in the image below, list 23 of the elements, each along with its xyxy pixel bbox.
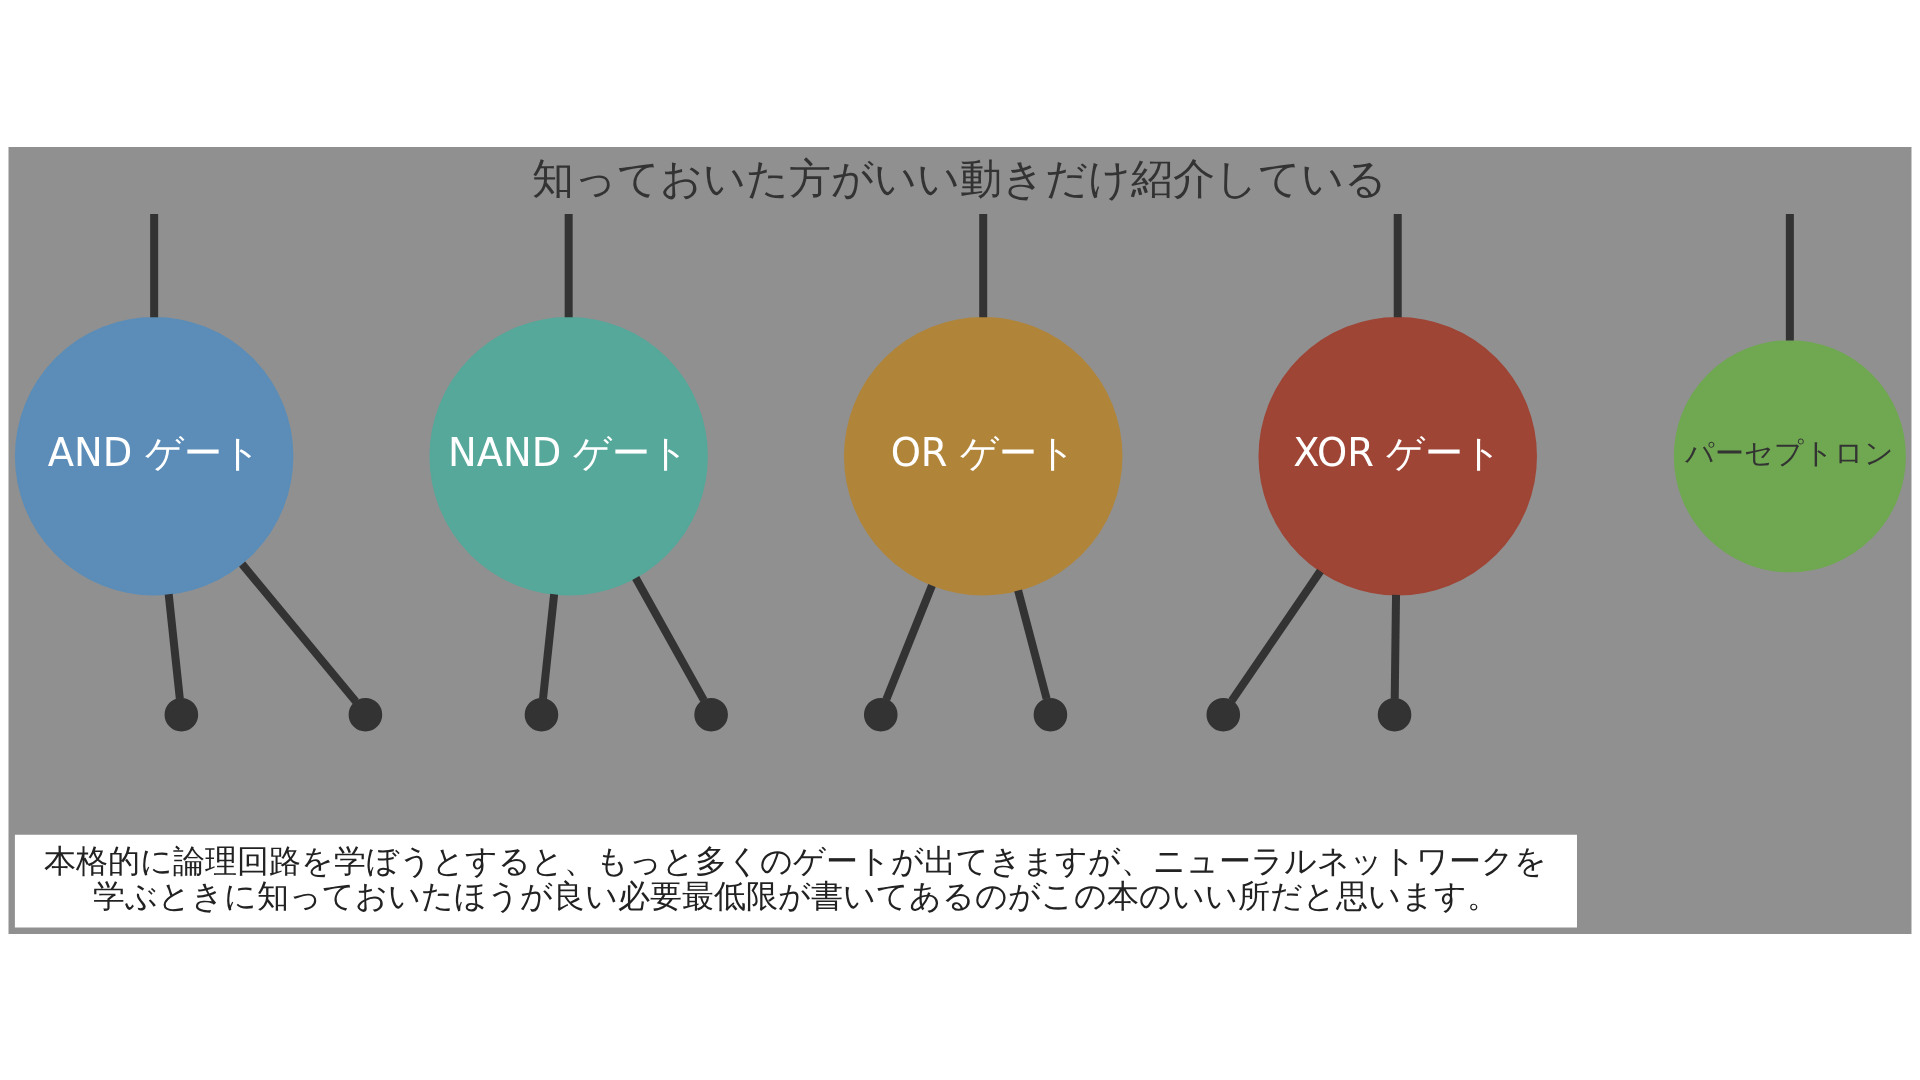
node-circle: AND ゲート <box>14 316 294 595</box>
connector <box>1228 568 1324 703</box>
node-circle <box>348 697 383 732</box>
node-circle <box>524 697 559 732</box>
node-circle: OR ゲート <box>843 316 1123 595</box>
connector <box>164 593 184 699</box>
connector <box>632 575 708 702</box>
node-circle <box>1206 697 1241 732</box>
node-circle <box>694 697 728 732</box>
diagram-title: 知っておいた方がいい動きだけ紹介している <box>532 153 1388 203</box>
node-circle <box>863 697 898 732</box>
connector <box>539 593 559 699</box>
connector <box>1014 588 1051 700</box>
node-circle <box>1033 697 1068 732</box>
node-circle: NAND ゲート <box>429 316 708 595</box>
connector <box>239 561 359 704</box>
connector <box>1390 594 1401 699</box>
connector <box>882 583 936 701</box>
node-circle: XOR ゲート <box>1258 316 1537 595</box>
node-circle: パーセプトロン <box>1673 339 1906 572</box>
node-circle <box>1377 697 1412 732</box>
node-circle <box>164 697 199 732</box>
caption: 本格的に論理回路を学ぼうとすると、もっと多くのゲートが出てきますが、ニューラルネットワークを学ぶときに知っておいたほうが良い必要最低限が書いてあるのがこの本のいい所だと思います。 <box>44 841 1548 915</box>
